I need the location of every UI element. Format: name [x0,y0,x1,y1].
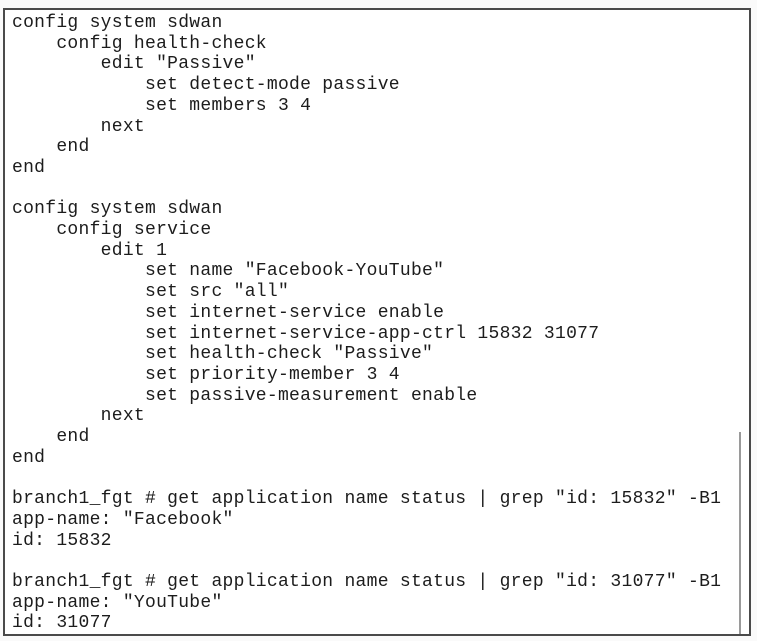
terminal-line: branch1_fgt # get application name statu… [12,489,722,510]
terminal-line [12,179,745,200]
terminal-line: config service [12,220,212,241]
terminal-line [12,551,745,572]
terminal-line: next [12,116,145,137]
terminal-output: config system sdwan config health-check … [5,10,749,634]
terminal-line: set internet-service enable [12,302,445,323]
terminal-line: id: 15832 [12,530,112,551]
terminal-line: end [12,137,90,158]
terminal-line: end [12,157,46,178]
terminal-line: app-name: "Facebook" [12,509,234,530]
terminal-window: config system sdwan config health-check … [3,8,751,636]
terminal-line: set members 3 4 [12,95,312,116]
terminal-line: set passive-measurement enable [12,385,478,406]
terminal-line: edit 1 [12,240,168,261]
terminal-line: config system sdwan [12,199,223,220]
terminal-line: set health-check "Passive" [12,344,434,365]
terminal-line: edit "Passive" [12,54,256,75]
terminal-line [12,468,745,489]
terminal-line: set internet-service-app-ctrl 15832 3107… [12,323,600,344]
terminal-line: set detect-mode passive [12,75,400,96]
terminal-line: end [12,427,90,448]
terminal-line: next [12,406,145,427]
terminal-line: branch1_fgt # get application name statu… [12,571,722,592]
terminal-line: id: 31077 [12,613,112,634]
terminal-line: end [12,447,46,468]
terminal-line: set name "Facebook-YouTube" [12,261,445,282]
terminal-line: set priority-member 3 4 [12,364,400,385]
scrollbar-track-line[interactable] [739,432,741,634]
terminal-line: config system sdwan [12,13,223,33]
terminal-line: set src "all" [12,282,290,303]
terminal-line: config health-check [12,33,267,54]
terminal-line: app-name: "YouTube" [12,592,223,613]
